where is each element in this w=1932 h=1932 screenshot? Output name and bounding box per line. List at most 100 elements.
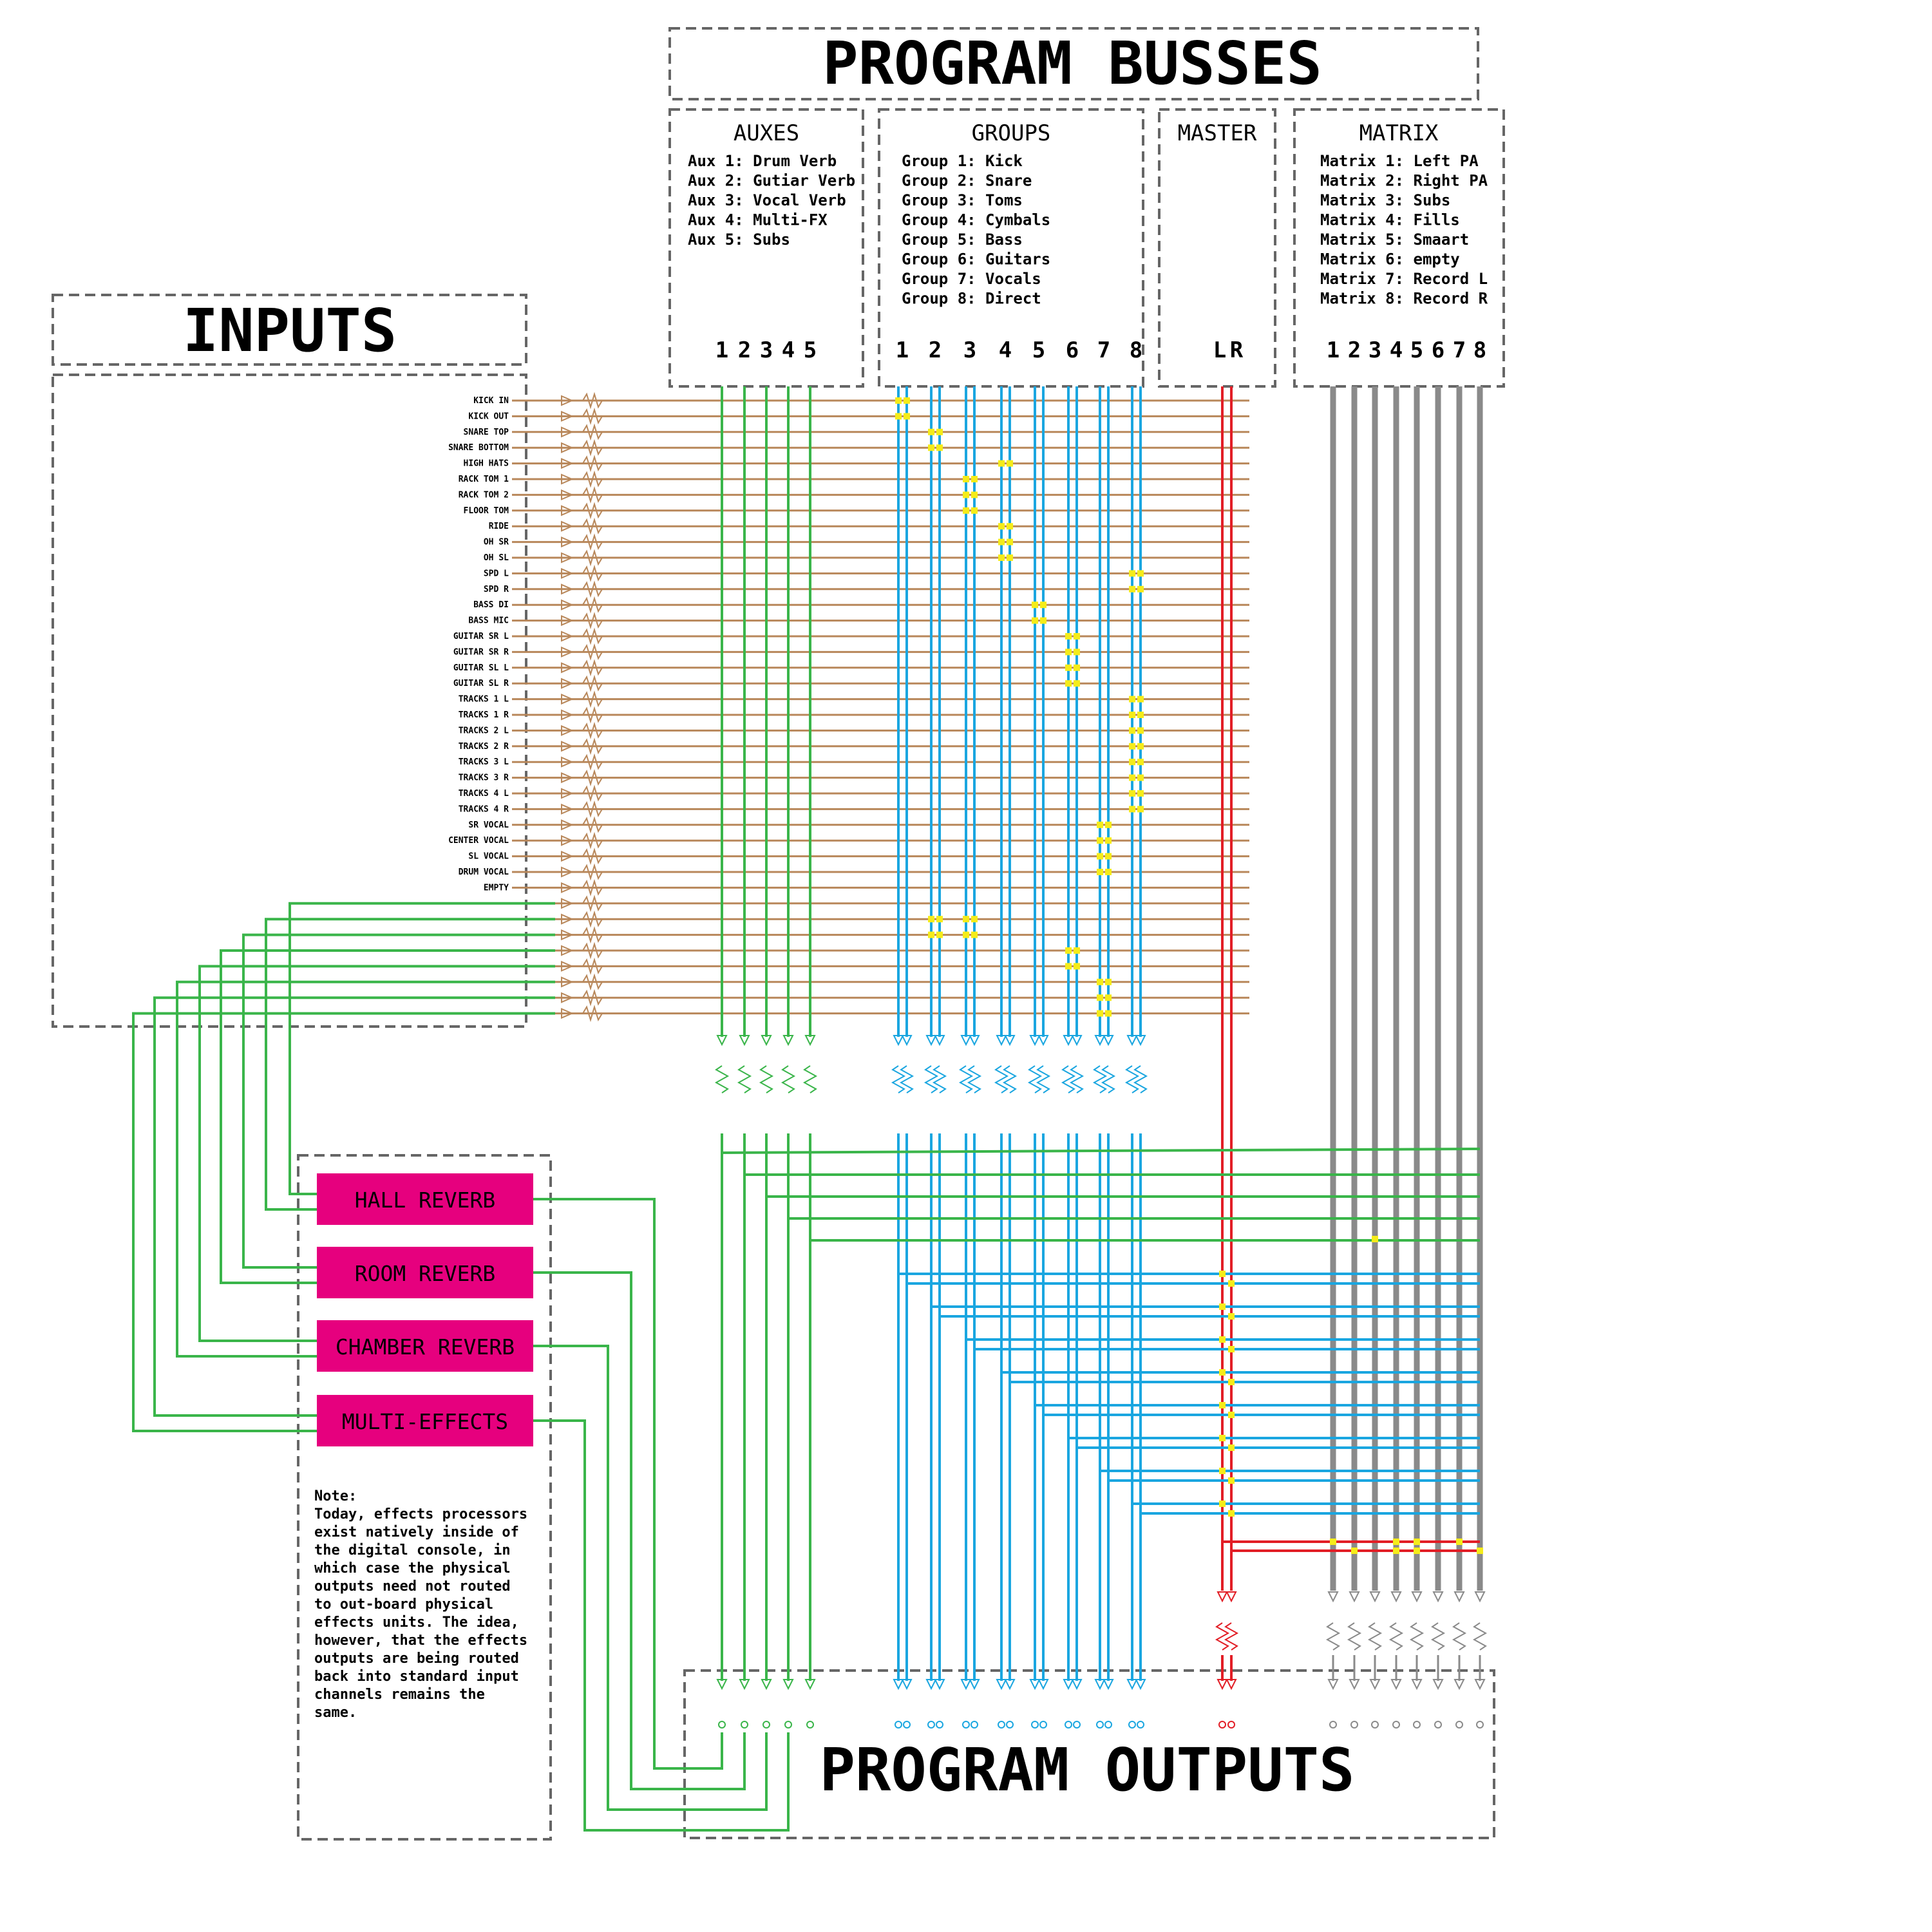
master-fader-symbol xyxy=(1224,1622,1239,1651)
chamber-reverb-box xyxy=(317,1320,533,1372)
group-master-fader-symbol xyxy=(1124,1065,1140,1094)
master-fader-symbol xyxy=(1215,1622,1230,1651)
assign-dot xyxy=(895,397,902,404)
master-send-symbol xyxy=(1226,1591,1237,1603)
group-master-fader-symbol xyxy=(1036,1065,1051,1094)
input-fader-symbol xyxy=(582,863,603,881)
note-line: outputs need not routed xyxy=(314,1578,511,1595)
note-line: to out-board physical xyxy=(314,1596,493,1613)
group-master-fader-symbol xyxy=(1069,1065,1084,1094)
aux-number: 4 xyxy=(782,337,795,363)
aux-output-jack xyxy=(784,1721,792,1728)
assign-dot xyxy=(1007,554,1013,561)
group-send-symbol xyxy=(1094,1035,1106,1046)
group-output-jack xyxy=(936,1721,943,1728)
group-master-fader-symbol xyxy=(899,1065,914,1094)
group-master-fader-symbol xyxy=(967,1065,982,1094)
input-fader-symbol xyxy=(582,502,603,520)
input-amp-symbol xyxy=(561,945,574,956)
assign-dot xyxy=(1105,837,1112,844)
input-amp-symbol xyxy=(561,552,574,564)
input-amp-symbol xyxy=(561,898,574,909)
input-fader-symbol xyxy=(582,706,603,724)
group-send-symbol xyxy=(1071,1035,1083,1046)
input-fader-symbol xyxy=(582,831,603,849)
assignment-item: Group 3: Toms xyxy=(902,191,1023,209)
input-amp-symbol xyxy=(561,489,574,500)
input-amp-symbol xyxy=(561,976,574,988)
effects-note: Note: Today, effects processors exist na… xyxy=(314,1488,536,1721)
assign-dot xyxy=(1129,743,1135,750)
input-fader-symbol xyxy=(582,910,603,928)
group-output-jack xyxy=(927,1721,935,1728)
assign-dot xyxy=(1040,601,1046,609)
aux-output-symbol xyxy=(804,1679,816,1690)
groups-frame xyxy=(878,108,1144,388)
input-fader-symbol xyxy=(582,407,603,425)
group-send-symbol xyxy=(925,1035,937,1046)
assign-dot xyxy=(1007,460,1013,467)
assign-dot xyxy=(1074,664,1080,671)
group-send-symbol xyxy=(901,1035,913,1046)
note-line: however, that the effects xyxy=(314,1633,527,1649)
group-output-symbol xyxy=(901,1679,913,1690)
group-output-jack xyxy=(1073,1721,1081,1728)
input-amp-symbol xyxy=(561,395,574,406)
assign-dot xyxy=(998,554,1005,561)
matrix-output-symbol xyxy=(1411,1679,1423,1690)
input-fader-symbol xyxy=(582,564,603,582)
assign-dot xyxy=(1074,963,1080,970)
assignment-item: Group 5: Bass xyxy=(902,231,1023,249)
effect-return-wire xyxy=(289,902,555,1195)
input-fader-symbol xyxy=(582,769,603,787)
input-fader-symbol xyxy=(582,455,603,473)
assign-dot xyxy=(1129,806,1135,813)
input-channel-label: BASS MIC xyxy=(468,616,509,626)
assign-dot xyxy=(1137,790,1144,797)
assign-dot xyxy=(1097,837,1103,844)
group-output-symbol xyxy=(1037,1679,1049,1690)
input-channel-label: HIGH HATS xyxy=(464,459,509,469)
input-channel-label: TRACKS 2 R xyxy=(459,742,509,752)
input-fader-symbol xyxy=(582,816,603,834)
group-output-jack xyxy=(1006,1721,1014,1728)
group-send-symbol xyxy=(1004,1035,1016,1046)
assignment-item: Aux 5: Subs xyxy=(688,231,790,249)
assignment-item: Aux 1: Drum Verb xyxy=(688,152,837,170)
assign-dot xyxy=(895,413,902,420)
matrix-output-symbol xyxy=(1390,1679,1402,1690)
input-amp-symbol xyxy=(561,882,574,893)
input-amp-symbol xyxy=(561,505,574,516)
assignment-item: Group 2: Snare xyxy=(902,172,1032,190)
matrix-output-jack xyxy=(1329,1721,1337,1728)
matrix-number: 1 xyxy=(1327,337,1340,363)
assignment-item: Group 8: Direct xyxy=(902,290,1041,308)
assign-dot xyxy=(1032,617,1038,624)
effect-return-wire xyxy=(198,965,555,1342)
hall-reverb-label: HALL REVERB xyxy=(355,1188,496,1213)
assign-dot xyxy=(936,444,943,451)
master-heading: MASTER xyxy=(1178,120,1257,146)
input-amp-symbol xyxy=(561,741,574,752)
input-fader-symbol xyxy=(582,784,603,802)
input-fader-symbol xyxy=(582,486,603,504)
aux-master-fader-symbol xyxy=(714,1065,730,1094)
matrix-send-symbol xyxy=(1369,1591,1381,1603)
assign-dot xyxy=(1219,1271,1226,1277)
effect-return-wire xyxy=(176,980,555,1358)
group-output-jack xyxy=(1039,1721,1047,1728)
assign-dot xyxy=(1105,978,1112,985)
assign-dot xyxy=(1393,1548,1399,1554)
matrix-output-symbol xyxy=(1432,1679,1444,1690)
input-amp-symbol xyxy=(561,442,574,453)
input-channel-label: SNARE BOTTOM xyxy=(448,443,509,453)
matrix-output-jack xyxy=(1392,1721,1400,1728)
assign-dot xyxy=(1228,1477,1235,1484)
group-output-symbol xyxy=(1126,1679,1138,1690)
aux-send-symbol xyxy=(739,1035,750,1046)
input-amp-symbol xyxy=(561,866,574,878)
chamber-reverb-label: CHAMBER REVERB xyxy=(336,1334,515,1359)
input-fader-symbol xyxy=(582,737,603,755)
input-channel-label: OH SR xyxy=(484,538,509,547)
